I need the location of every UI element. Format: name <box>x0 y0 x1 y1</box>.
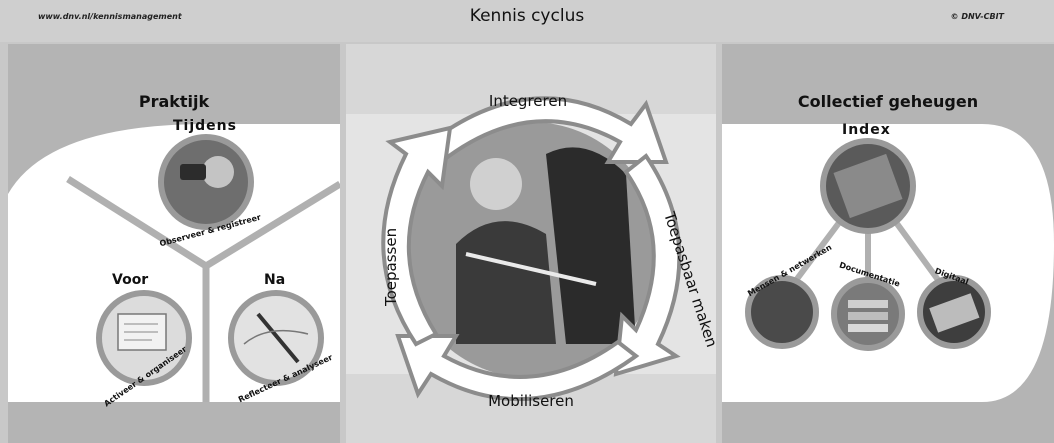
label-toepassen: Toepassen <box>382 228 400 307</box>
camera-icon <box>180 164 206 180</box>
arrow-toepassen <box>381 125 453 347</box>
tijdens-label: Tijdens <box>173 118 237 134</box>
label-mobiliseren: Mobiliseren <box>488 392 574 410</box>
top-bar: www.dnv.nl/kennismanagement Kennis cyclu… <box>0 0 1054 42</box>
arrow-toepasbaar <box>613 153 682 377</box>
adult-figure <box>546 147 636 344</box>
praktijk-diagram <box>8 124 340 402</box>
na-label: Na <box>264 272 286 288</box>
source-url[interactable]: www.dnv.nl/kennismanagement <box>38 12 182 21</box>
tijdens-photo-face <box>202 156 234 188</box>
copyright: © DNV-CBIT <box>950 12 1004 21</box>
voor-label: Voor <box>112 272 149 288</box>
laptop-icon <box>929 293 980 333</box>
divider-tijdens-na <box>204 181 340 269</box>
handlebar <box>465 252 597 286</box>
child-body <box>456 221 556 344</box>
divider-voor-tijdens <box>66 176 208 269</box>
collectief-diagram <box>722 124 1054 402</box>
child-head <box>470 158 522 210</box>
people-photo <box>745 275 819 349</box>
books-icon <box>848 300 888 308</box>
cycle-ring <box>381 96 682 402</box>
pen-icon <box>256 312 300 364</box>
label-integreren: Integreren <box>489 92 567 110</box>
cycle-panel: Integreren Toepasbaar maken Mobiliseren … <box>346 44 716 443</box>
arrow-integreren <box>425 96 669 165</box>
index-label: Index <box>842 122 891 138</box>
arrow-mobiliseren <box>395 334 640 402</box>
praktijk-panel: Praktijk Tijdens Observeer & registreer … <box>8 44 340 443</box>
page-title: Kennis cyclus <box>469 6 585 26</box>
praktijk-title: Praktijk <box>138 92 210 111</box>
card-index-icon <box>833 153 903 219</box>
cycle-diagram: Integreren Toepasbaar maken Mobiliseren … <box>346 92 716 410</box>
collectief-title: Collectief geheugen <box>797 92 979 111</box>
collectief-panel: Collectief geheugen Index Mensen & netwe… <box>722 44 1054 443</box>
